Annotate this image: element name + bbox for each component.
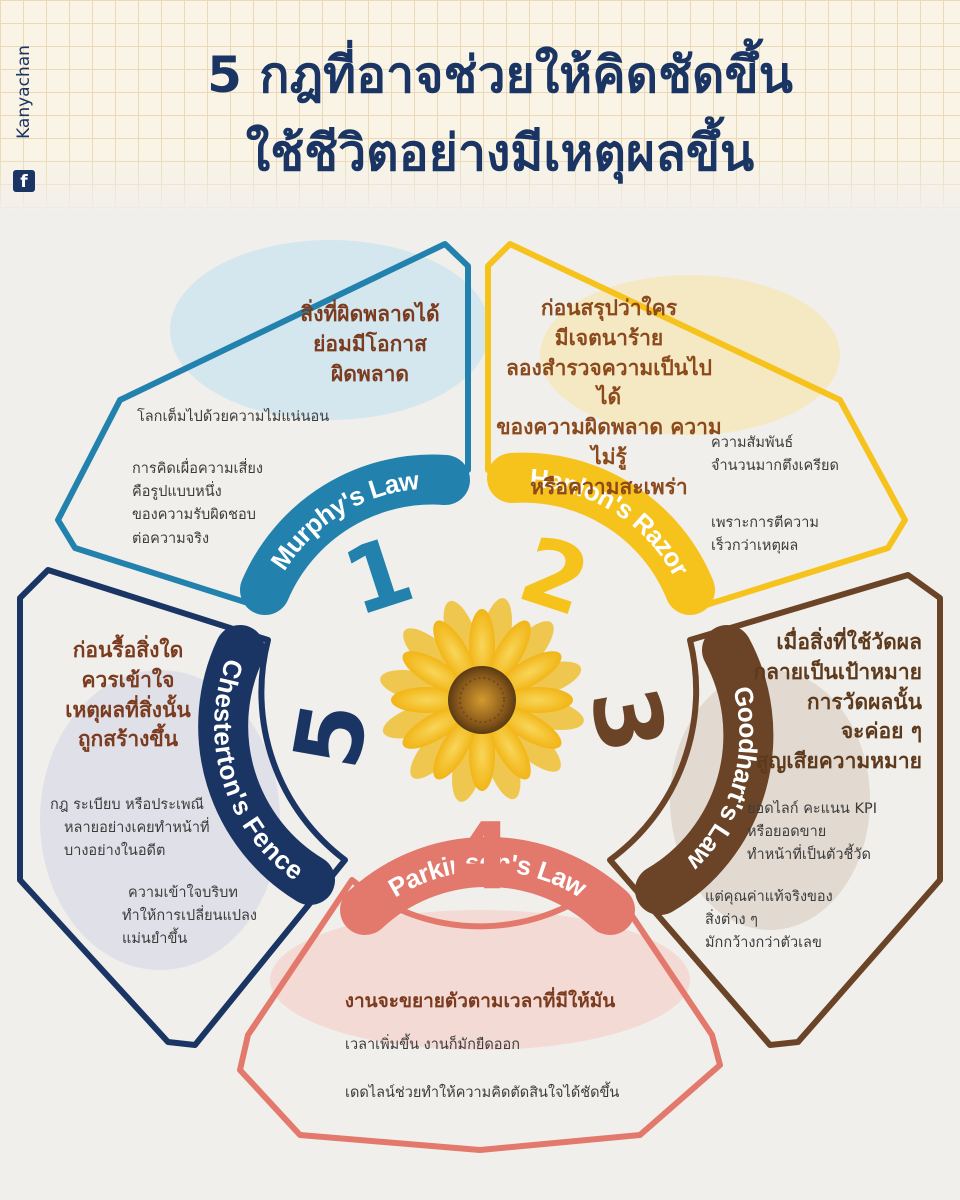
murphy-note-2: การคิดเผื่อความเสี่ยง คือรูปแบบหนึ่ง ของ… — [132, 461, 263, 547]
chesterton-heading: ก่อนรื้อสิ่งใด ควรเข้าใจ เหตุผลที่สิ่งนั… — [65, 638, 191, 752]
hanlon-note-1: ความสัมพันธ์ จำนวนมากตึงเครียด — [711, 435, 839, 475]
murphy-heading: สิ่งที่ผิดพลาดได้ ย่อมมีโอกาส ผิดพลาด — [300, 302, 440, 386]
parkinson-heading: งานจะขยายตัวตามเวลาที่มีให้มัน — [344, 990, 616, 1012]
parkinson-note-1: เวลาเพิ่มขึ้น งานก็มักยืดออก — [345, 1037, 520, 1053]
number-1: 1 — [331, 516, 425, 638]
page-title-line2: ใช้ชีวิตอย่างมีเหตุผลขึ้น — [245, 124, 755, 182]
goodhart-heading: เมื่อสิ่งที่ใช้วัดผล กลายเป็นเป้าหมาย กา… — [753, 630, 922, 774]
number-3: 3 — [569, 679, 685, 761]
number-4: 4 — [450, 803, 514, 910]
goodhart-note-1: ยอดไลก์ คะแนน KPI หรือยอดขาย ทำหน้าที่เป… — [747, 801, 877, 864]
sunflower-image — [380, 598, 584, 802]
sunflower-petals-front — [391, 609, 573, 791]
facebook-icon: f — [13, 170, 35, 192]
parkinson-note-2: เดดไลน์ช่วยทำให้ความคิดตัดสินใจได้ชัดขึ้… — [345, 1085, 620, 1101]
sunflower-disc — [448, 666, 516, 734]
chesterton-note-1: กฎ ระเบียบ หรือประเพณี หลายอย่างเคยทำหน้… — [50, 797, 210, 860]
number-5: 5 — [273, 694, 389, 776]
chesterton-note-2: ความเข้าใจบริบท ทำให้การเปลี่ยนแปลง แม่น… — [122, 885, 258, 948]
number-2: 2 — [508, 516, 602, 638]
header-fade — [0, 150, 960, 220]
brand-tag[interactable]: f Kanyachan — [4, 20, 40, 192]
page-title-line1: 5 กฎที่อาจช่วยให้คิดชัดขึ้น — [207, 46, 793, 104]
goodhart-note-2: แต่คุณค่าแท้จริงของ สิ่งต่าง ๆ มักกว้างก… — [705, 889, 833, 952]
hanlon-note-2: เพราะการตีความ เร็วกว่าเหตุผล — [711, 515, 819, 555]
hanlon-heading: ก่อนสรุปว่าใคร มีเจตนาร้าย ลองสำรวจความเ… — [496, 296, 722, 499]
murphy-note-1: โลกเต็มไปด้วยความไม่แน่นอน — [137, 409, 330, 425]
